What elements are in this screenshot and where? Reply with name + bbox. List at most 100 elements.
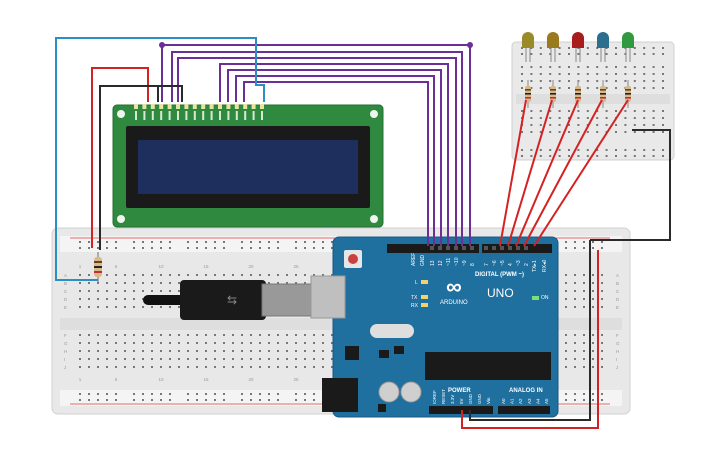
wire-purple [161, 44, 471, 246]
column-number: 15 [203, 377, 209, 382]
rx0-label: RX◂0 [542, 260, 548, 272]
digital-pwm-label: DIGITAL (PWM ~) [475, 272, 524, 278]
tx1-label: TX▸1 [532, 260, 538, 272]
crystal [370, 324, 414, 338]
led-array [522, 32, 634, 108]
lcd-pin [260, 104, 264, 109]
row-letter: B [616, 281, 619, 286]
power-label: POWER [448, 388, 471, 394]
digital-pin-label: 12 [438, 260, 444, 266]
lcd-pin [209, 104, 214, 109]
led [597, 32, 609, 48]
lcd-mount-hole [370, 215, 378, 223]
row-letter: D [616, 297, 620, 302]
column-number: 10 [158, 264, 164, 269]
lcd-mount-hole [117, 110, 125, 118]
breadboard-resistor [94, 252, 102, 282]
column-number: 10 [158, 377, 164, 382]
wire-red [461, 250, 599, 429]
digital-pin-label: 4 [508, 263, 514, 266]
lcd-pin [142, 104, 147, 109]
lcd-pin [184, 104, 189, 109]
row-letter: B [64, 281, 67, 286]
wire-purple [227, 69, 442, 246]
lcd-pin [218, 104, 222, 109]
wire-purple [171, 51, 463, 246]
led-l-label: L [415, 280, 418, 286]
on-label: ON [541, 295, 549, 301]
digital-pin-label: ~9 [462, 260, 468, 266]
capacitor [378, 381, 400, 403]
wire-red [507, 99, 553, 247]
power-pin-label: Vin [486, 397, 491, 404]
analog-pin-label: A4 [535, 398, 540, 404]
arduino-brand-label: ARDUINO [440, 300, 468, 306]
column-number: 1 [79, 264, 82, 269]
lcd-pin [226, 104, 231, 109]
lcd-pin [234, 104, 239, 109]
digital-pin-label: ~6 [492, 260, 498, 266]
aref-label: AREF [411, 253, 417, 266]
led [572, 32, 584, 48]
lcd-screen [138, 140, 358, 194]
lcd-pin [167, 104, 172, 109]
power-pin-label: GND [477, 393, 482, 404]
row-letter: F [616, 333, 619, 338]
row-letter: I [616, 357, 617, 362]
digital-pin-label: 7 [484, 263, 490, 266]
wire-purple [219, 63, 449, 246]
wire-purple [243, 81, 429, 246]
wire-red [515, 99, 579, 247]
power-pin-label: IOREF [432, 390, 437, 404]
lcd-pin [176, 104, 180, 109]
led [522, 32, 534, 48]
lcd-pin [251, 104, 256, 109]
lcd-pin-header [134, 104, 264, 120]
row-letter: G [64, 341, 68, 346]
gnd-label: GND [420, 255, 426, 267]
row-letter: G [616, 341, 620, 346]
lcd-pin [159, 104, 164, 109]
analog-in-label: ANALOG IN [509, 388, 543, 394]
digital-pin-label: 2 [524, 263, 530, 266]
row-letter: C [64, 289, 68, 294]
analog-pin-label: A2 [518, 398, 523, 404]
led [547, 32, 559, 48]
wire-blue [55, 37, 265, 281]
row-letter: E [64, 305, 67, 310]
small-breadboard [511, 41, 675, 161]
usb-symbol-icon: ⇆ [227, 293, 237, 307]
digital-pin-label: 13 [430, 260, 436, 266]
row-letter: A [64, 273, 67, 278]
capacitor [400, 381, 422, 403]
column-number: 5 [115, 264, 118, 269]
digital-pin-label: 8 [470, 263, 476, 266]
analog-pin-label: A5 [544, 398, 549, 404]
column-number: 15 [203, 264, 209, 269]
wire-red [523, 99, 603, 247]
analog-pin-label: A0 [501, 398, 506, 404]
arduino-infinity-logo: ∞ [446, 274, 462, 299]
wire-purple [235, 75, 435, 246]
row-letter: H [616, 349, 619, 354]
column-number: 1 [79, 377, 82, 382]
row-letter: J [64, 365, 66, 370]
lcd-pin [150, 104, 155, 109]
wire-purple [177, 57, 457, 246]
power-pin-label: 3.3V [450, 395, 455, 404]
analog-pin-label: A3 [527, 398, 532, 404]
power-pin-label: GND [468, 393, 473, 404]
digital-pin-label: ~10 [454, 257, 460, 266]
lcd-pin [192, 104, 197, 109]
lcd-pin [201, 104, 206, 109]
wire-black [590, 129, 671, 241]
wire-black [469, 240, 591, 421]
lcd-mount-hole [117, 215, 125, 223]
arduino-model-label: UNO [487, 286, 514, 300]
column-number: 20 [248, 264, 254, 269]
